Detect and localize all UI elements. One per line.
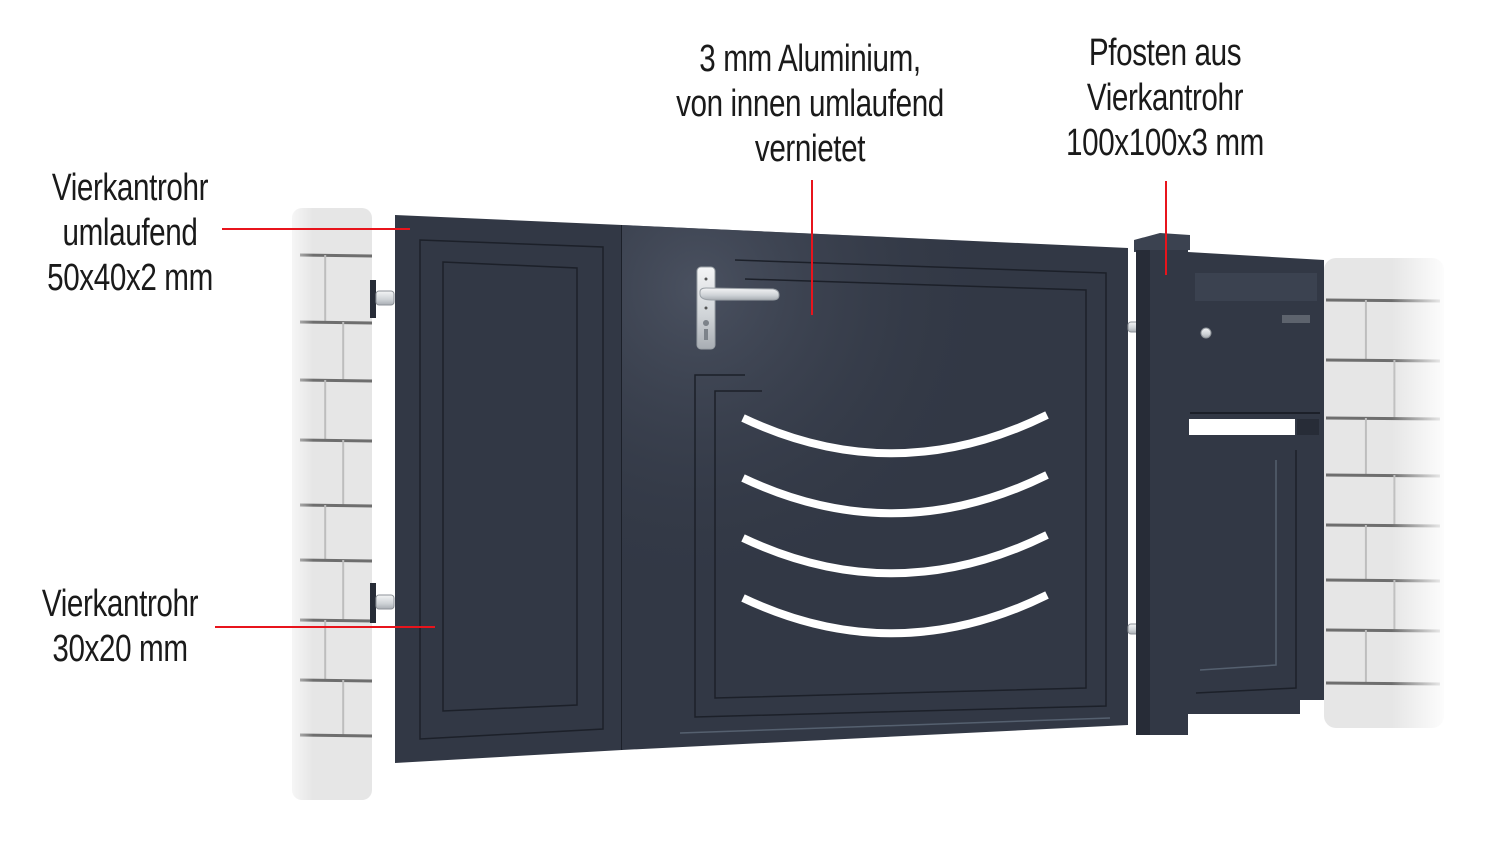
curved-cutout: [741, 471, 1049, 518]
callout-post-line-3: 100x100x3 mm: [1066, 122, 1264, 164]
callout-frame-line-2: umlaufend: [62, 212, 198, 254]
letterbox-panel: [1188, 252, 1324, 714]
callout-panel-line-1: 3 mm Aluminium,: [699, 38, 921, 80]
callout-frame-line-1: Vierkantrohr: [51, 167, 209, 209]
keyhole: [703, 320, 710, 340]
callout-inner-line-1: Vierkantrohr: [41, 583, 199, 625]
lower-left-hinge: [370, 583, 395, 623]
callout-post-line-1: Pfosten aus: [1088, 32, 1242, 74]
letterbox-mail-slot: [1189, 419, 1295, 435]
callout-inner-line-2: 30x20 mm: [52, 628, 188, 670]
letterbox-nameplate-window: [1195, 273, 1317, 301]
letterbox-lock: [1200, 327, 1212, 339]
right-brick-pillar: [1320, 250, 1450, 735]
handle-lever: [699, 287, 780, 301]
curved-cutouts: [741, 411, 1049, 638]
letterbox-label-plate: [1282, 315, 1310, 323]
left-brick-pillar: [280, 200, 375, 805]
upper-left-hinge: [370, 280, 395, 318]
gate-side-panel: [395, 215, 622, 763]
callout-frame-line-3: 50x40x2 mm: [47, 257, 213, 299]
door-handle: [696, 266, 780, 350]
callout-panel-label: 3 mm Aluminium, von innen umlaufend vern…: [615, 37, 1005, 172]
gate-leaf: [395, 215, 1128, 763]
curved-cutout: [741, 531, 1049, 578]
curved-cutout: [741, 591, 1049, 638]
gate-post: [1134, 233, 1190, 735]
callout-frame-label: Vierkantrohr umlaufend 50x40x2 mm: [13, 166, 247, 301]
callout-post-label: Pfosten aus Vierkantrohr 100x100x3 mm: [1048, 31, 1282, 166]
callout-panel-line-3: vernietet: [754, 128, 866, 170]
callout-inner-label: Vierkantrohr 30x20 mm: [3, 582, 237, 672]
callout-post-line-2: Vierkantrohr: [1086, 77, 1244, 119]
curved-cutout: [741, 411, 1049, 458]
callout-panel-line-2: von innen umlaufend: [676, 83, 944, 125]
